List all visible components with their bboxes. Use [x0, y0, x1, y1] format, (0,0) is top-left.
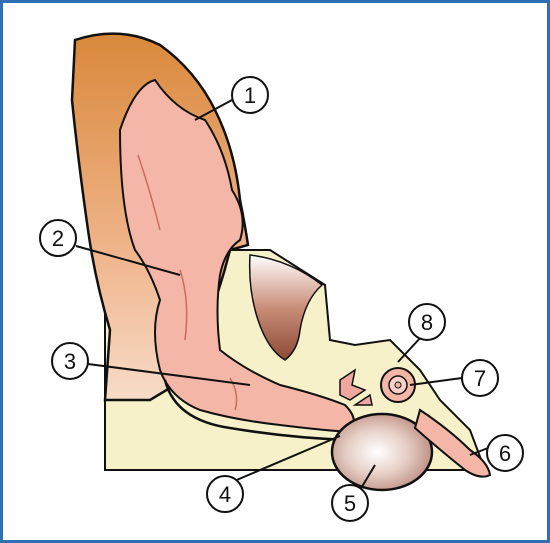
- callout-8-label: 8: [421, 310, 433, 335]
- callout-7-label: 7: [474, 366, 486, 391]
- callout-4: 4: [207, 476, 243, 512]
- leader-8: [398, 336, 422, 362]
- callout-2: 2: [40, 220, 76, 256]
- callout-8: 8: [409, 304, 445, 340]
- callout-2-label: 2: [52, 226, 64, 251]
- callout-4-label: 4: [219, 482, 231, 507]
- callout-7: 7: [462, 360, 498, 396]
- callout-1: 1: [232, 77, 268, 113]
- callout-5: 5: [332, 485, 368, 521]
- callout-6-label: 6: [499, 441, 511, 466]
- callout-6: 6: [487, 435, 523, 471]
- cochlea: [381, 368, 415, 402]
- callout-1-label: 1: [244, 83, 256, 108]
- callout-5-label: 5: [344, 491, 356, 516]
- callout-3-label: 3: [64, 349, 76, 374]
- callout-3: 3: [52, 343, 88, 379]
